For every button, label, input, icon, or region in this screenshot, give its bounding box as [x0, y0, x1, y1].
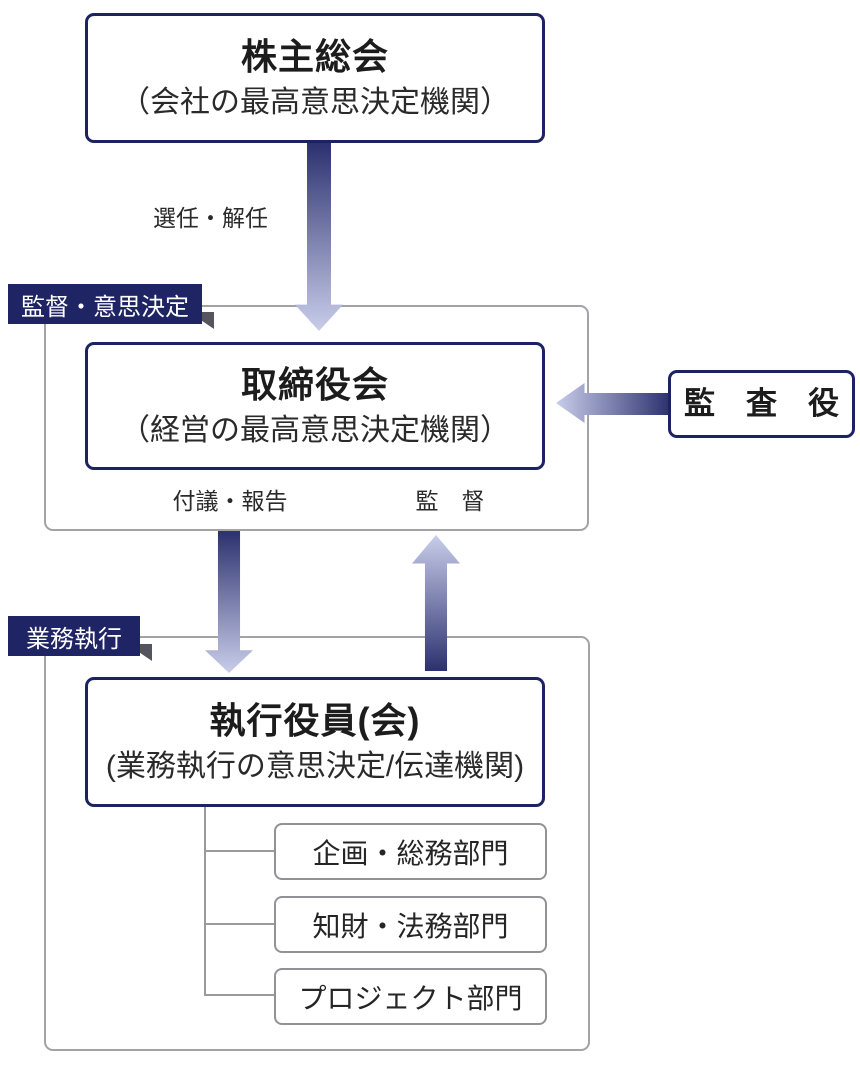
submission-arrow-label: 付議・報告 [172, 488, 288, 514]
submission-arrow-icon [205, 531, 253, 673]
directors-subtitle: （経営の最高意思決定機関） [120, 413, 510, 447]
directors-title: 取締役会 [240, 364, 389, 406]
auditor-box: 監 査 役 [668, 370, 855, 438]
executives-box: 執行役員(会) (業務執行の意思決定/伝達機関) [85, 677, 545, 807]
appointment-arrow-label: 選任・解任 [153, 205, 268, 231]
executives-subtitle: (業務執行の意思決定/伝達機関) [105, 749, 525, 783]
executives-title: 執行役員(会) [209, 700, 421, 742]
shareholders-title: 株主総会 [240, 36, 389, 78]
dept-tree-stub [206, 850, 274, 852]
supervision-arrow-label: 監 督 [415, 488, 485, 514]
shareholders-subtitle: （会社の最高意思決定機関） [120, 85, 510, 119]
appointment-arrow-icon [295, 143, 343, 331]
dept-tree-stub [206, 994, 274, 996]
execution-section [44, 636, 590, 1051]
dept-box-planning: 企画・総務部門 [274, 823, 547, 880]
dept-box-legal: 知財・法務部門 [274, 896, 547, 953]
directors-box: 取締役会 （経営の最高意思決定機関） [85, 342, 545, 470]
execution-section-tag: 業務執行 [8, 616, 140, 656]
dept-box-project: プロジェクト部門 [274, 968, 547, 1025]
dept-tree-vline [204, 807, 206, 996]
supervision-section-tag: 監督・意思決定 [8, 284, 202, 324]
auditor-title: 監 査 役 [684, 385, 839, 421]
dept-tree-stub [206, 923, 274, 925]
shareholders-box: 株主総会 （会社の最高意思決定機関） [85, 13, 545, 143]
